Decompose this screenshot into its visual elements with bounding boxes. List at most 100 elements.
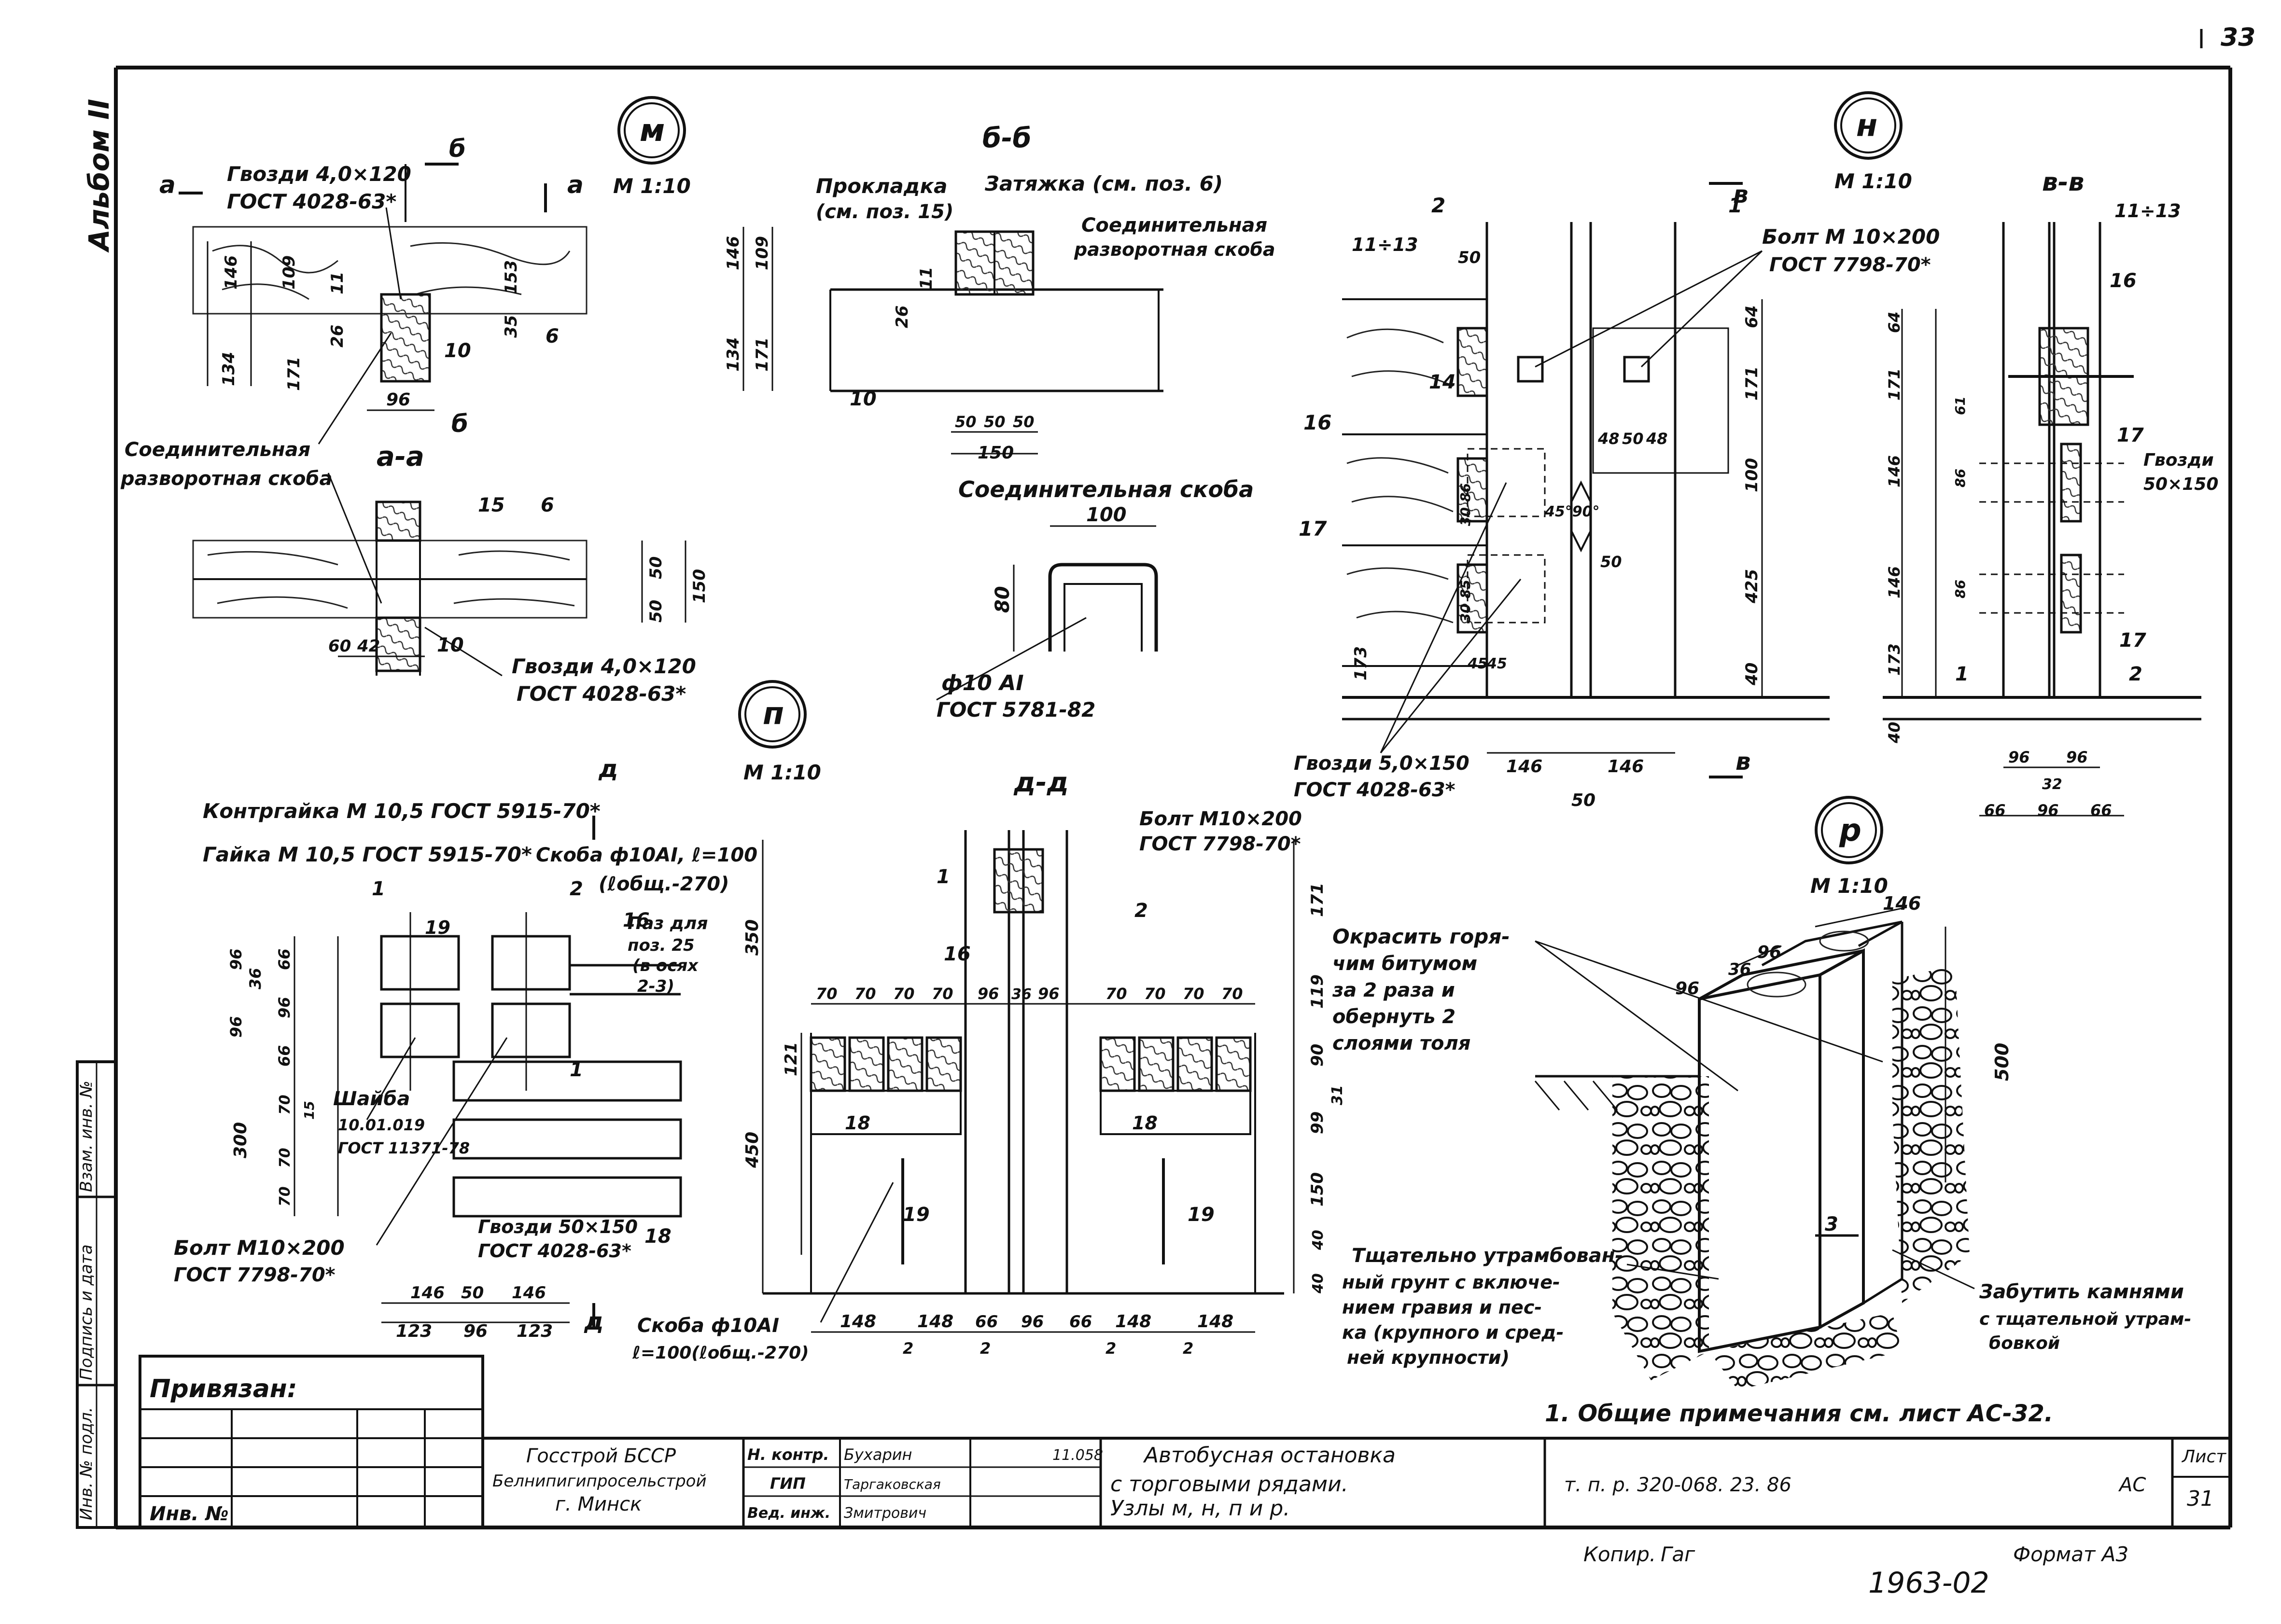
detail-m-badge: м — [640, 113, 665, 149]
detail-n — [1342, 91, 1903, 778]
detail-n-dim-50-top: 50 — [1458, 248, 1481, 267]
title-block-sheet-no: 31 — [2187, 1486, 2214, 1511]
detail-p-badge: п — [763, 696, 784, 732]
title-block-inv-no: Инв. № — [150, 1503, 229, 1525]
section-vv-dim-40: 40 — [1885, 722, 1903, 744]
detail-n-angle: 45°90° — [1544, 503, 1600, 520]
detail-p-scale: М 1:10 — [743, 761, 821, 784]
detail-r-dim-96a: 96 — [1757, 943, 1781, 962]
section-dd-dim-150: 150 — [1308, 1172, 1327, 1207]
detail-n-dim-48b: 48 — [1646, 430, 1668, 448]
section-bb-dim-150: 150 — [978, 443, 1014, 463]
detail-r — [1534, 796, 1975, 1390]
section-vv-pos-17-top: 17 — [2117, 424, 2144, 446]
detail-m-bracket-line2: разворотная скоба — [120, 468, 332, 490]
section-bb-dim-171: 171 — [753, 337, 772, 372]
section-dd-dim-2d: 2 — [1183, 1339, 1193, 1358]
detail-m-nails-top-gost: ГОСТ 4028-63* — [227, 190, 396, 213]
detail-m-dim-171: 171 — [284, 357, 304, 391]
detail-p-bolt: Болт М10×200 — [174, 1236, 345, 1260]
section-bb-bracket-line1: Соединительная — [1081, 214, 1267, 236]
section-dd-dim-66a: 66 — [975, 1312, 998, 1332]
section-dd-dim-99: 99 — [1308, 1111, 1327, 1134]
title-block-title3: Узлы м, н, п и р. — [1110, 1496, 1290, 1521]
detail-r-badge: р — [1839, 813, 1861, 848]
detail-p-washer-gost: ГОСТ 11371-78 — [338, 1139, 470, 1157]
section-dd-dim-119: 119 — [1308, 974, 1327, 1009]
detail-p-dim-70a: 70 — [277, 1095, 294, 1115]
detail-p-sec-d-top: д — [598, 755, 618, 783]
section-bb-dim-109: 109 — [753, 236, 772, 270]
section-vv-dim-66b: 66 — [2090, 801, 2112, 819]
detail-p-dim-96b: 96 — [275, 997, 294, 1018]
detail-p-bolt-gost: ГОСТ 7798-70* — [174, 1264, 336, 1286]
detail-p-dim-96c: 96 — [227, 1016, 245, 1038]
detail-p-washer: Шайба — [333, 1088, 410, 1110]
bracket-drawing — [936, 525, 1158, 701]
detail-m-dim-109: 109 — [280, 255, 299, 290]
detail-m-dim-60: 60 — [328, 637, 351, 656]
detail-m-pos-10: 10 — [444, 340, 471, 362]
detail-m-dim-35: 35 — [502, 315, 521, 338]
section-vv-dim-146a: 146 — [1885, 455, 1903, 487]
detail-p-groove-ref: поз. 25 — [628, 936, 695, 955]
title-block — [139, 1355, 2230, 1529]
detail-n-dim-30a: 30 — [1457, 507, 1473, 526]
detail-n-dim-146b: 146 — [1608, 757, 1644, 777]
copy-signature: Гаг — [1661, 1542, 1695, 1566]
section-vv-nails: Гвозди — [2143, 450, 2214, 470]
section-dd-bolt-gost: ГОСТ 7798-70* — [1139, 833, 1301, 855]
detail-p — [294, 680, 807, 1327]
detail-p-dim-70c: 70 — [277, 1186, 294, 1207]
detail-n-dim-171: 171 — [1742, 366, 1762, 401]
detail-m-sec-a-right: а — [567, 171, 584, 199]
detail-p-dim-146a: 146 — [410, 1283, 445, 1303]
side-stamp-sign-date: Подпись и дата — [77, 1244, 96, 1380]
section-vv-dim-96b: 96 — [2066, 748, 2088, 766]
detail-p-sec-d-bottom: д — [584, 1307, 603, 1335]
bracket-height: 80 — [992, 586, 1014, 613]
detail-r-soil2: ный грунт с включе- — [1342, 1272, 1560, 1293]
section-dd-dim-2a: 2 — [903, 1339, 913, 1358]
section-dd-dim-70e: 70 — [1106, 985, 1127, 1003]
detail-r-dim-36: 36 — [1728, 960, 1751, 979]
section-bb-title: б-б — [982, 123, 1031, 154]
detail-p-pos-16: 16 — [623, 909, 650, 931]
section-dd-dim-70a: 70 — [816, 985, 838, 1003]
detail-n-badge: н — [1856, 108, 1877, 144]
section-vv — [1883, 222, 2201, 817]
section-vv-dim-61: 61 — [1952, 396, 1968, 415]
section-dd-dim-70h: 70 — [1221, 985, 1243, 1003]
detail-m-nails-top: Гвозди 4,0×120 — [227, 162, 411, 186]
detail-p-pos-1b: 1 — [570, 1059, 583, 1081]
detail-p-dim-123a: 123 — [396, 1321, 432, 1341]
section-dd-pos-16: 16 — [944, 943, 971, 965]
section-bb — [742, 227, 1163, 455]
section-vv-dim-96a: 96 — [2008, 748, 2030, 766]
title-block-name-3: Змитрович — [844, 1505, 926, 1522]
section-dd-dim-96a: 96 — [978, 985, 999, 1003]
title-block-attached: Привязан: — [150, 1374, 297, 1403]
detail-n-bolt-gost: ГОСТ 7798-70* — [1769, 254, 1931, 276]
title-block-date: 11.058 — [1052, 1447, 1103, 1464]
detail-n-scale: М 1:10 — [1834, 169, 1912, 193]
album-label: Альбом II — [83, 99, 115, 253]
detail-n-pos-2: 2 — [1431, 194, 1445, 217]
title-block-org2: Белнипигипросельстрой — [492, 1471, 707, 1491]
section-dd-dim-148b: 148 — [917, 1312, 953, 1332]
section-dd-dim-96c: 96 — [1021, 1312, 1044, 1332]
section-vv-dim-173: 173 — [1885, 643, 1903, 676]
detail-r-fill: Забутить камнями — [1979, 1281, 2184, 1303]
detail-n-dim-45b: 45 — [1486, 655, 1507, 672]
detail-n-dim-50-low: 50 — [1600, 553, 1622, 571]
detail-p-nails-gost: ГОСТ 4028-63* — [478, 1240, 631, 1262]
detail-m-sec-b-top: б — [449, 135, 466, 163]
title-block-stage: АС — [2118, 1474, 2146, 1496]
side-stamp-replace-inv: Взам. инв. № — [77, 1081, 96, 1192]
detail-r-paint: Окрасить горя- — [1332, 925, 1510, 948]
detail-m-nails-bottom: Гвозди 4,0×120 — [512, 654, 696, 678]
detail-n-dim-50-bottom: 50 — [1571, 791, 1595, 810]
section-vv-dim-86b: 86 — [1952, 580, 1968, 598]
detail-n-dim-85: 85 — [1457, 580, 1473, 598]
title-block-name-1: Бухарин — [844, 1445, 912, 1464]
